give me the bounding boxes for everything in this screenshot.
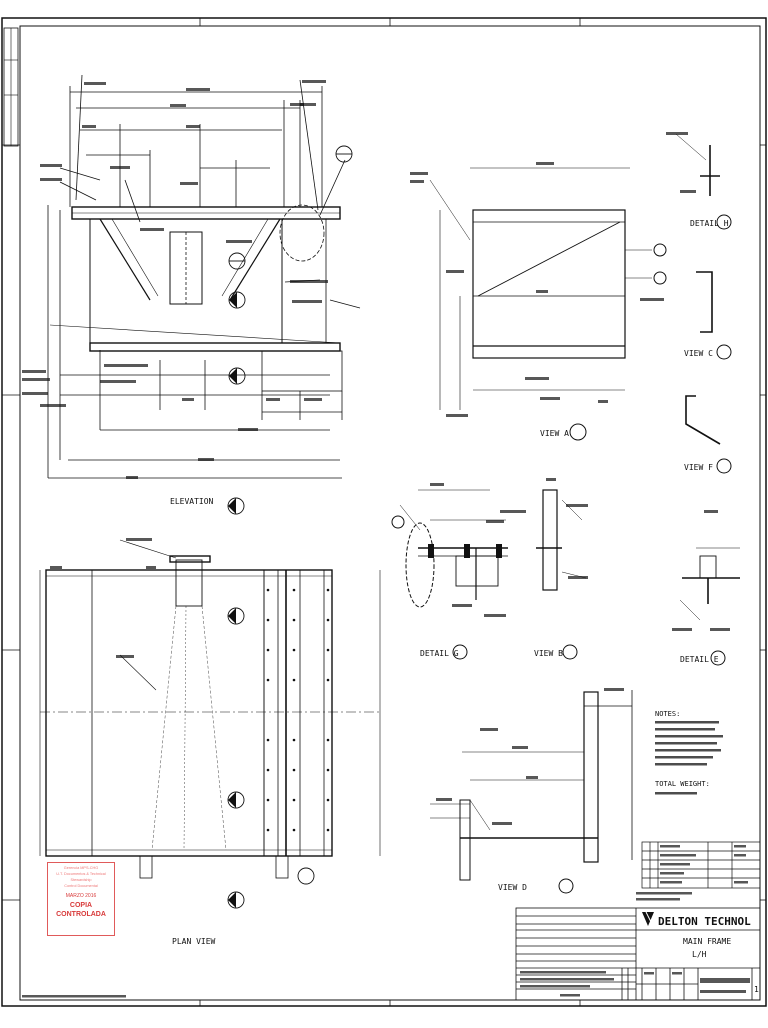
- detail-e-title: DETAIL E: [680, 655, 719, 664]
- view-a-title: VIEW A: [540, 429, 569, 438]
- notes-block: NOTES: TOTAL WEIGHT:: [655, 710, 723, 795]
- total-weight-label: TOTAL WEIGHT:: [655, 780, 710, 788]
- view-d-title: VIEW D: [498, 883, 527, 892]
- view-a: [429, 167, 667, 441]
- view-b-text: [546, 478, 588, 579]
- plan-view: [39, 539, 381, 879]
- section-arrowheads: [228, 292, 237, 908]
- view-f-title: VIEW F: [684, 463, 713, 472]
- detail-e: [679, 547, 740, 666]
- elevation-title: ELEVATION: [170, 497, 214, 506]
- view-a-text: [410, 162, 664, 417]
- view-c-title: VIEW C: [684, 349, 713, 358]
- view-c: [696, 271, 732, 360]
- view-b-title: VIEW B: [534, 649, 563, 658]
- stamp-line-1: Gerencia MPS-CHG: [63, 866, 99, 870]
- elevation-dimension-text: [22, 80, 328, 479]
- controlled-copy-stamp: Gerencia MPS-CHG U.T. Documentos & Techn…: [47, 862, 115, 936]
- view-d: [430, 690, 633, 894]
- revision-table-text: [636, 845, 748, 901]
- revision-table: [641, 841, 761, 889]
- detail-h-text: [666, 132, 696, 193]
- stamp-controlled-copy: COPIA CONTROLADA: [56, 902, 106, 918]
- section-markers: [227, 145, 353, 909]
- stamp-line-2: U.T. Documentos & Technical Stewardship: [56, 872, 106, 882]
- view-d-text: [436, 688, 624, 825]
- revision-number: 1: [754, 985, 759, 994]
- detail-g: [391, 489, 508, 660]
- title-block: [515, 907, 761, 1001]
- view-f: [685, 395, 732, 474]
- drawing-title: MAIN FRAME: [683, 937, 731, 946]
- company-logo: [642, 911, 654, 926]
- detail-e-text: [672, 510, 730, 631]
- inner-border: [19, 25, 761, 1001]
- notes-heading: NOTES:: [655, 710, 680, 718]
- stamp-date: MARZO 2016: [65, 893, 97, 899]
- view-b: [536, 489, 587, 660]
- elevation-view: [47, 74, 361, 479]
- detail-g-title: DETAIL G: [420, 649, 459, 658]
- detail-h: [675, 133, 732, 230]
- drawing-subtitle: L/H: [692, 950, 707, 959]
- zone-ticks: [2, 18, 766, 1006]
- plan-bolt-holes: [50, 538, 330, 832]
- detail-h-title: DETAIL H: [690, 219, 729, 228]
- outer-border: [1, 17, 767, 1007]
- detail-g-bolts: [428, 483, 526, 617]
- plan-view-title: PLAN VIEW: [172, 937, 216, 946]
- title-block-fine-print: [22, 971, 750, 998]
- stamp-line-3: Control Documental: [64, 884, 98, 888]
- company-name: DELTON TECHNOL: [658, 915, 751, 928]
